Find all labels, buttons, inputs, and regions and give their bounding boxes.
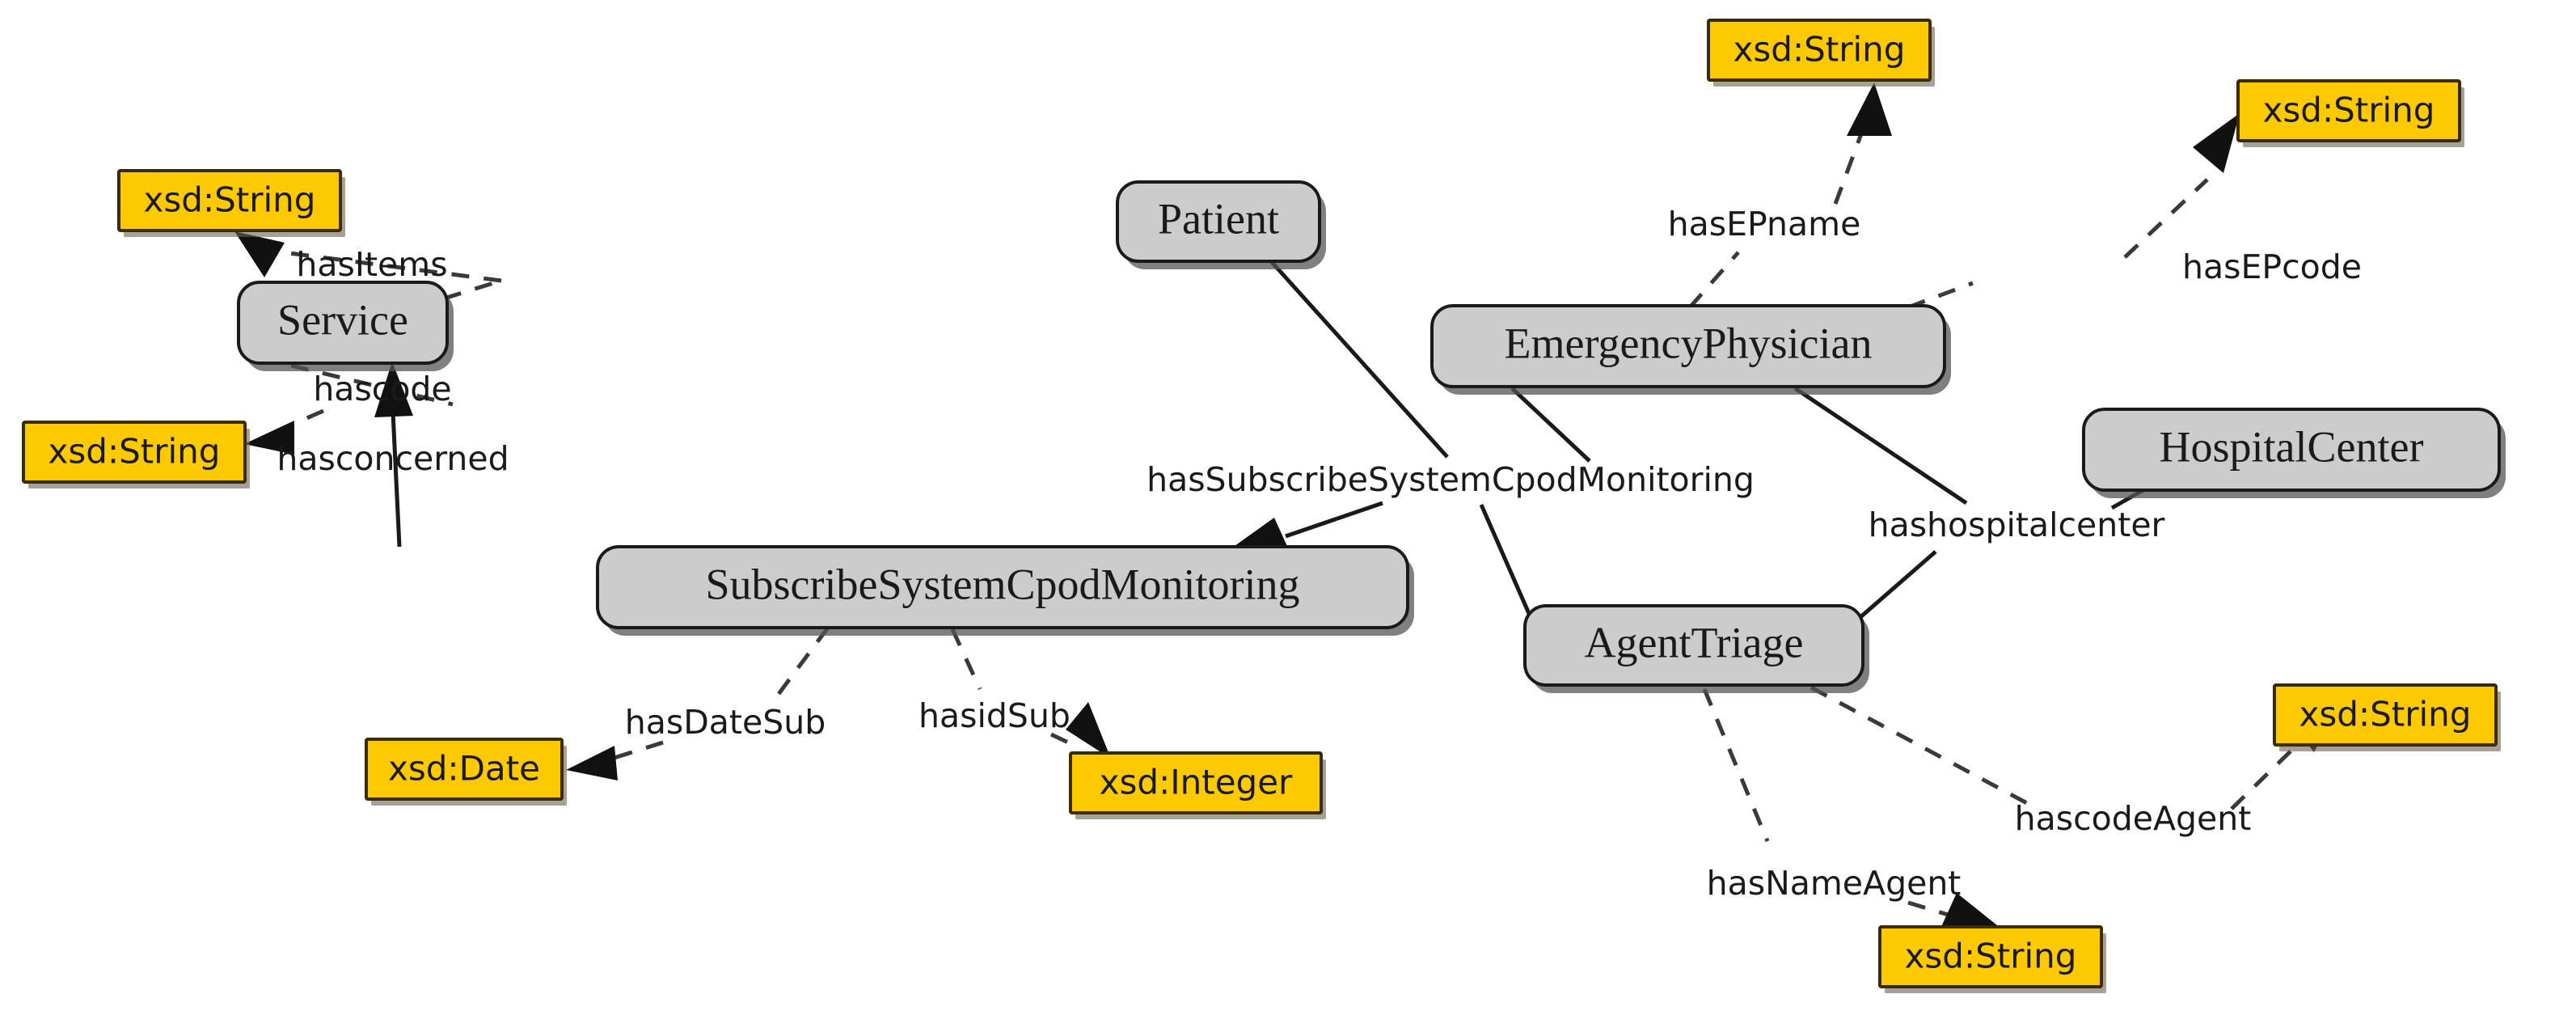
- class-node-label: EmergencyPhysician: [1505, 319, 1873, 367]
- edge-hasDateSub-line-2: [606, 740, 664, 763]
- edge-label-hasidSub: hasidSub: [918, 696, 1071, 735]
- edge-hascode-line: [290, 363, 454, 407]
- edge-hasEPname-arrowhead: [1847, 82, 1892, 136]
- edge-hascode[interactable]: [244, 363, 454, 455]
- datatype-node-box: [22, 421, 247, 484]
- edge-hasEPcode-arrowhead: [2193, 113, 2240, 173]
- edge-label-layer: hasItems hascode hasconcerned hasDateSub…: [277, 205, 2362, 903]
- edge-hasItems-line-2: [270, 248, 502, 283]
- class-node-box: [2082, 408, 2501, 492]
- edge-agent-hub-line: [1479, 503, 1535, 624]
- datatype-node-box: [1878, 925, 2103, 988]
- datatype-node-xsd-integer[interactable]: xsd:Integer: [1069, 751, 1326, 819]
- edge-hasNameAgent[interactable]: [1702, 688, 2005, 932]
- edge-label-hasSubscribeSystemCpodMonitoring: hasSubscribeSystemCpodMonitoring: [1147, 460, 1755, 499]
- datatype-node-box: [117, 169, 342, 232]
- datatype-node-xsd-string-hasepname[interactable]: xsd:String: [1707, 19, 1935, 87]
- edge-hascodeAgent-line: [1810, 685, 2039, 811]
- datatype-node-box: [2273, 683, 2498, 747]
- edge-emergency-hub-line: [1510, 387, 1591, 463]
- edge-hasSubscribe-line: [1269, 260, 1449, 459]
- edge-hasDateSub-arrowhead: [566, 746, 618, 780]
- edge-hasEPname-line-2: [1833, 129, 1865, 205]
- edge-hasSubscribe-line-2: [1285, 501, 1383, 539]
- class-node-label: AgentTriage: [1585, 618, 1804, 666]
- datatype-node-label: xsd:String: [49, 432, 221, 472]
- class-node-service[interactable]: Service: [237, 281, 454, 371]
- datatype-node-label: xsd:String: [1905, 937, 2077, 976]
- edge-hasDateSub[interactable]: [566, 626, 830, 780]
- datatype-node-xsd-string-hasitems[interactable]: xsd:String: [117, 169, 345, 237]
- edge-hasidSub-arrowhead: [1066, 702, 1111, 759]
- class-node-box: [1116, 180, 1321, 263]
- class-node-label: HospitalCenter: [2160, 422, 2424, 471]
- datatype-node-label: xsd:String: [2263, 91, 2435, 130]
- edge-hasconcerned-line: [391, 412, 402, 548]
- class-node-box: [596, 545, 1409, 629]
- edge-hasItems-arrowhead: [234, 231, 285, 277]
- datatype-node-box: [2236, 79, 2461, 142]
- edge-hasEPname[interactable]: [1688, 82, 1892, 309]
- edge-label-hasEPcode: hasEPcode: [2182, 247, 2362, 286]
- edge-label-hasEPname: hasEPname: [1668, 205, 1861, 243]
- datatype-node-label: xsd:String: [2299, 695, 2472, 734]
- edge-emergency-to-hospital-hub: [1793, 386, 1968, 506]
- edge-hasidSub[interactable]: [950, 628, 1111, 759]
- edge-hasSubscribe-arrowhead: [1229, 518, 1290, 553]
- edge-label-hasItems: hasItems: [296, 245, 447, 284]
- edge-emergency-hospital-line: [1793, 386, 1968, 506]
- edge-hasEPcode[interactable]: [1907, 113, 2240, 310]
- edge-hasEPname-line: [1688, 251, 1740, 309]
- datatype-node-xsd-string-hasnameagent[interactable]: xsd:String: [1878, 925, 2106, 993]
- edge-hasNameAgent-line: [1702, 688, 1770, 842]
- class-node-layer: Service SubscribeSystemCpodMonitoring Pa…: [237, 180, 2506, 693]
- class-node-box: [237, 281, 449, 365]
- datatype-node-layer: xsd:String xsd:String xsd:Date xsd:Integ…: [22, 19, 2501, 993]
- class-node-label: Patient: [1158, 194, 1279, 243]
- edge-hasEPcode-line: [1907, 281, 1974, 310]
- edge-hasSubscribeSystemCpodMonitoring[interactable]: [1229, 260, 1449, 553]
- edge-hasidSub-line: [950, 628, 982, 691]
- datatype-node-xsd-date[interactable]: xsd:Date: [365, 738, 567, 806]
- class-node-box: [1523, 604, 1864, 687]
- class-node-emergencyphysician[interactable]: EmergencyPhysician: [1430, 304, 1951, 395]
- class-node-patient[interactable]: Patient: [1116, 180, 1326, 269]
- edge-label-hasDateSub: hasDateSub: [625, 703, 826, 742]
- edge-label-hashospitalcenter: hashospitalcenter: [1869, 506, 2165, 544]
- datatype-node-box: [1069, 751, 1323, 814]
- datatype-node-label: xsd:String: [144, 180, 316, 220]
- edge-agenttriage-to-subscribe-hub: [1479, 503, 1535, 624]
- edge-emergency-to-subscribe-hub: [1510, 387, 1591, 463]
- class-node-box: [1430, 304, 1946, 388]
- edge-hascodeAgent-line-2: [2230, 744, 2298, 810]
- edge-hasEPcode-line-2: [2123, 178, 2209, 259]
- datatype-node-xsd-string-hascodeagent[interactable]: xsd:String: [2273, 683, 2501, 751]
- class-node-hospitalcenter[interactable]: HospitalCenter: [2082, 408, 2506, 498]
- datatype-node-box: [365, 738, 564, 801]
- edge-hasconcerned[interactable]: [374, 362, 413, 548]
- datatype-node-label: xsd:Date: [388, 749, 540, 789]
- class-node-label: Service: [277, 295, 408, 344]
- edge-hasconcerned-arrowhead: [374, 362, 413, 417]
- datatype-node-box: [1707, 19, 1932, 82]
- class-node-agenttriage[interactable]: AgentTriage: [1523, 604, 1869, 693]
- datatype-node-label: xsd:String: [1734, 30, 1906, 70]
- datatype-node-xsd-string-hascode[interactable]: xsd:String: [22, 421, 250, 489]
- edge-hasidSub-line-2: [1049, 732, 1082, 751]
- datatype-node-xsd-string-hasepcode[interactable]: xsd:String: [2236, 79, 2464, 147]
- edge-hascodeAgent[interactable]: [1810, 685, 2343, 811]
- edge-hascode-arrowhead: [244, 421, 294, 455]
- datatype-node-label: xsd:Integer: [1100, 763, 1293, 802]
- edge-label-hascodeAgent: hascodeAgent: [2015, 799, 2252, 838]
- class-node-subscribesystemcpodmonitoring[interactable]: SubscribeSystemCpodMonitoring: [596, 545, 1414, 636]
- edge-label-hasconcerned: hasconcerned: [277, 439, 509, 478]
- class-node-label: SubscribeSystemCpodMonitoring: [705, 560, 1299, 608]
- edge-hasNameAgent-arrowhead: [1940, 893, 2005, 932]
- edge-label-hasNameAgent: hasNameAgent: [1707, 864, 1962, 903]
- edge-label-hascode: hascode: [313, 370, 451, 408]
- edge-hasDateSub-line: [774, 626, 830, 699]
